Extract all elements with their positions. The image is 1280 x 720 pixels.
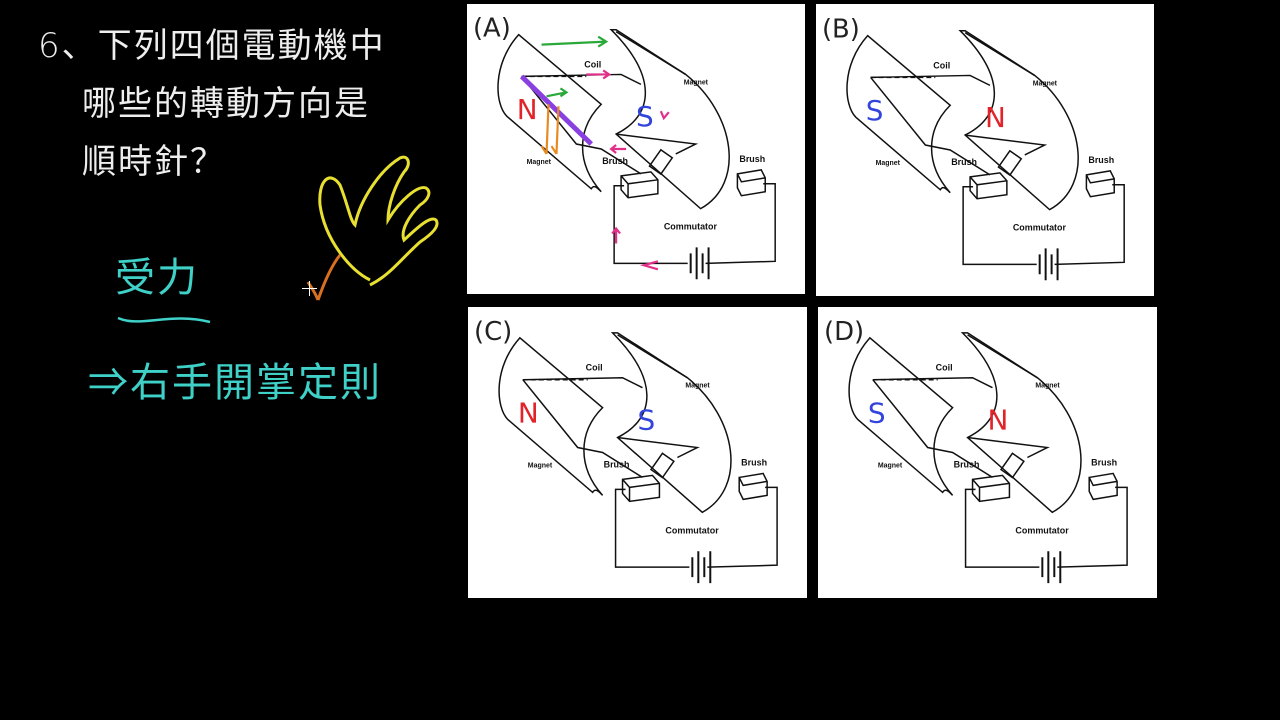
right-magnet bbox=[960, 332, 1082, 514]
commutator-label: Commutator bbox=[1015, 525, 1069, 535]
motor-diagram-panel-b: Coil Magnet Magnet Brush Brush Commutato… bbox=[816, 4, 1154, 296]
brush-label-right: Brush bbox=[1091, 457, 1117, 467]
right-pole-label: N bbox=[985, 101, 1006, 134]
battery bbox=[691, 551, 712, 584]
underline-squiggle bbox=[117, 316, 211, 324]
right-magnet bbox=[609, 28, 730, 210]
magnet-label-right: Magnet bbox=[1033, 80, 1058, 87]
panel-tag: (B) bbox=[822, 15, 860, 45]
hand-drawing-icon bbox=[306, 155, 439, 301]
left-pole-label: S bbox=[866, 94, 884, 127]
question-line-1: 6、下列四個電動機中 bbox=[38, 26, 386, 66]
commutator-label: Commutator bbox=[665, 525, 719, 535]
battery bbox=[1041, 551, 1062, 584]
commutator bbox=[649, 452, 675, 479]
motor-diagram: Coil Magnet Magnet Brush Brush Commutato… bbox=[822, 15, 1125, 281]
coil-label: Coil bbox=[584, 59, 601, 69]
coil-label: Coil bbox=[933, 60, 950, 70]
magnet-label-left: Magnet bbox=[878, 462, 903, 469]
question-line-2: 哪些的轉動方向是 bbox=[82, 84, 370, 124]
circuit-wire bbox=[962, 184, 1125, 266]
motor-diagram-panel-c: Coil Magnet Magnet Brush Brush Commutato… bbox=[468, 307, 807, 598]
brush-label-left: Brush bbox=[954, 459, 980, 469]
battery bbox=[1038, 248, 1059, 281]
note-force: 受力 bbox=[115, 255, 199, 301]
motor-diagram-panel-a: Coil Magnet Magnet Brush Brush Commutato… bbox=[467, 4, 805, 294]
note-right-hand-rule: ⇒右手開掌定則 bbox=[88, 360, 382, 406]
left-pole-label: S bbox=[868, 397, 886, 430]
question-line-3: 順時針？ bbox=[82, 142, 226, 182]
panel-tag: (C) bbox=[474, 317, 512, 347]
circuit-wire bbox=[964, 486, 1128, 568]
commutator-label: Commutator bbox=[1013, 223, 1067, 233]
left-brush bbox=[621, 474, 661, 503]
right-pole-label: N bbox=[988, 404, 1009, 437]
left-brush bbox=[969, 172, 1008, 200]
magnet-label-left: Magnet bbox=[528, 462, 553, 469]
coil-label: Coil bbox=[586, 363, 603, 373]
brush-label-left: Brush bbox=[951, 157, 977, 167]
right-pole-label: S bbox=[636, 100, 654, 133]
panel-tag: (D) bbox=[824, 317, 864, 347]
motor-diagram: Coil Magnet Magnet Brush Brush Commutato… bbox=[824, 317, 1128, 584]
left-magnet bbox=[497, 33, 603, 193]
magnet-label-left: Magnet bbox=[527, 159, 552, 166]
coil-label: Coil bbox=[936, 363, 953, 373]
commutator-label: Commutator bbox=[664, 222, 718, 232]
commutator bbox=[999, 452, 1025, 479]
right-magnet bbox=[958, 29, 1079, 211]
brush-label-right: Brush bbox=[739, 154, 765, 164]
magnet-label-right: Magnet bbox=[684, 79, 709, 86]
circuit-wire bbox=[614, 486, 778, 568]
cursor-crosshair-icon bbox=[302, 281, 317, 296]
magnet-label-right: Magnet bbox=[1035, 383, 1060, 390]
right-brush bbox=[1088, 472, 1118, 501]
left-pole-label: N bbox=[517, 93, 538, 126]
hand-annotations bbox=[519, 35, 670, 271]
brush-label-left: Brush bbox=[604, 459, 630, 469]
brush-label-right: Brush bbox=[741, 457, 767, 467]
left-magnet bbox=[846, 34, 952, 194]
right-brush bbox=[738, 472, 768, 501]
magnet-label-left: Magnet bbox=[876, 160, 901, 167]
brush-label-left: Brush bbox=[602, 156, 628, 166]
panel-tag: (A) bbox=[473, 14, 511, 44]
right-magnet bbox=[610, 332, 732, 514]
left-magnet bbox=[848, 336, 954, 496]
left-magnet bbox=[498, 336, 604, 496]
motor-diagram: Coil Magnet Magnet Brush Brush Commutato… bbox=[473, 14, 776, 280]
left-brush bbox=[620, 171, 659, 199]
left-pole-label: N bbox=[518, 397, 539, 430]
right-brush bbox=[736, 169, 766, 197]
commutator bbox=[648, 148, 674, 176]
battery bbox=[689, 247, 710, 280]
right-pole-label: S bbox=[638, 404, 656, 437]
right-brush bbox=[1085, 170, 1115, 198]
left-brush bbox=[971, 474, 1011, 503]
motor-diagram-panel-d: Coil Magnet Magnet Brush Brush Commutato… bbox=[818, 307, 1157, 598]
magnet-label-right: Magnet bbox=[685, 383, 710, 390]
motor-diagram: Coil Magnet Magnet Brush Brush Commutato… bbox=[474, 317, 778, 584]
commutator bbox=[997, 149, 1023, 177]
brush-label-right: Brush bbox=[1088, 155, 1114, 165]
